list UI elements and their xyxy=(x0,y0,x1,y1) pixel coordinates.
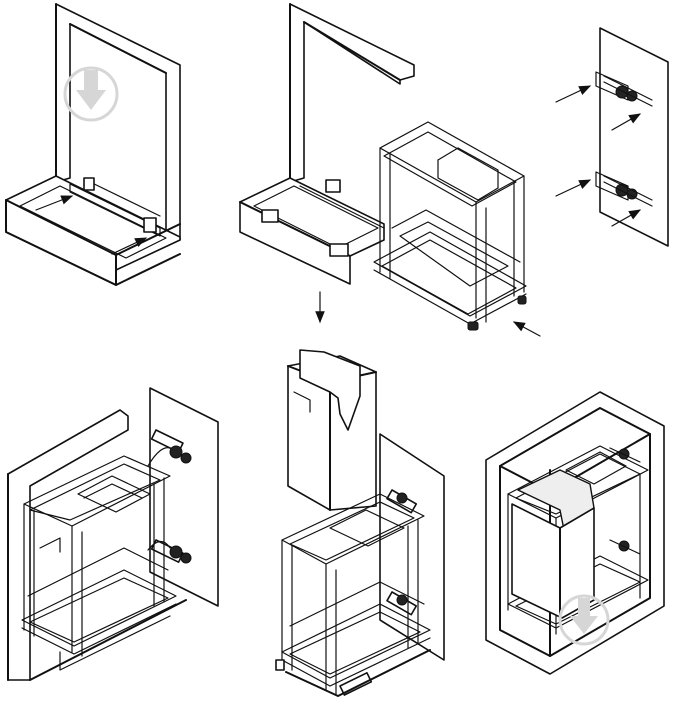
arrow-icon xyxy=(611,113,642,131)
step-5-bin-in-basket xyxy=(275,349,445,697)
arrow-icon xyxy=(35,195,74,211)
arrow-icon xyxy=(555,85,592,103)
arrow-icon xyxy=(512,321,541,337)
step-4-door-attached xyxy=(7,387,219,681)
step-1-cabinet-rails xyxy=(5,3,181,286)
step-6-completed-unit xyxy=(485,391,665,675)
watermark-drop-icon-2 xyxy=(558,594,610,646)
arrow-icon xyxy=(111,237,148,255)
arrow-icon xyxy=(555,179,592,197)
step-2-basket-on-rails xyxy=(239,3,541,337)
watermark-drop-icon xyxy=(63,66,119,122)
step-3-door-panel xyxy=(555,27,669,247)
arrow-icon xyxy=(611,209,642,227)
